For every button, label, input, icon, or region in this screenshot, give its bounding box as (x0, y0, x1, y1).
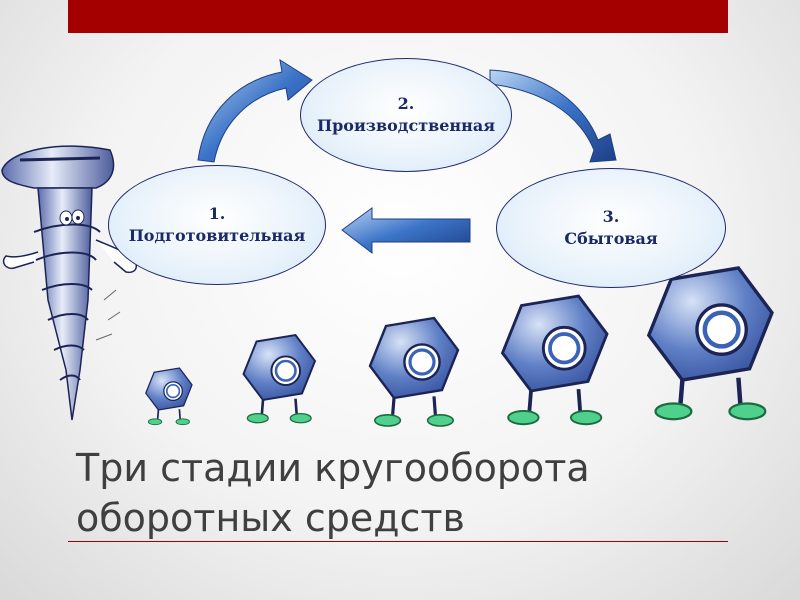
top-accent-bar (68, 0, 728, 33)
stage-3-number: 3. (602, 207, 620, 226)
curved-arrow-down-icon (489, 69, 617, 163)
stage-1-name: Подготовительная (128, 226, 306, 245)
stage-1-ellipse: 1. Подготовительная (108, 165, 326, 285)
left-arrow-icon (341, 207, 471, 255)
title-divider (68, 541, 728, 542)
stage-2-ellipse: 2. Производственная (300, 58, 512, 172)
stage-3-name: Сбытовая (564, 229, 658, 248)
stage-3-ellipse: 3. Сбытовая (496, 168, 726, 288)
curved-arrow-up-icon (197, 58, 313, 163)
stage-1-number: 1. (208, 204, 226, 223)
slide-title-line-1: Три стадии кругооборота (76, 446, 590, 490)
screw-character-icon (1, 145, 137, 421)
slide-title-line-2: оборотных средств (76, 496, 465, 540)
slide-title: Три стадии кругооборота оборотных средст… (76, 443, 756, 543)
stage-2-number: 2. (397, 94, 415, 113)
stage-2-name: Производственная (316, 116, 496, 135)
nut-character-icon (145, 266, 774, 427)
